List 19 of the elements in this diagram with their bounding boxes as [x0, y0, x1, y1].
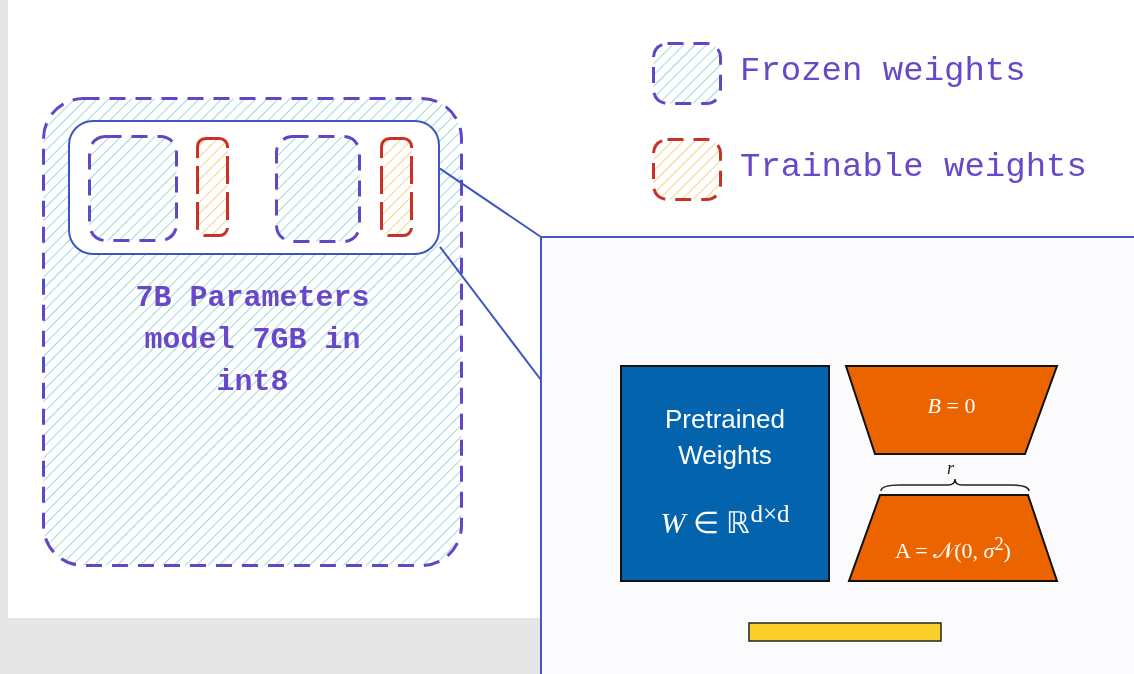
layer-box — [68, 120, 440, 255]
zoom-line — [439, 245, 542, 381]
frozen-weights-block — [275, 135, 361, 243]
rank-label: r — [947, 458, 954, 479]
frozen-weights-block — [88, 135, 178, 242]
zoom-panel — [540, 236, 1134, 674]
matrix-a-trapezoid — [848, 494, 1058, 582]
legend-label: Frozen weights — [740, 52, 1026, 90]
matrix-b-trapezoid — [845, 365, 1058, 455]
formula: A = 𝒩(0, σ$^{2}$) — [894, 534, 1012, 565]
output-bar — [748, 622, 942, 642]
formula: B = 0 — [926, 393, 977, 419]
pretrained-weights-box — [620, 365, 830, 582]
model-block — [42, 97, 463, 567]
trainable-weights-block — [196, 137, 229, 237]
box-title: Pretrained Weights — [664, 403, 786, 472]
legend-label: Trainable weights — [740, 148, 1087, 186]
trainable-weights-block — [380, 137, 413, 237]
formula: W ∈ ℝ$^{d×d}$ — [659, 500, 791, 540]
